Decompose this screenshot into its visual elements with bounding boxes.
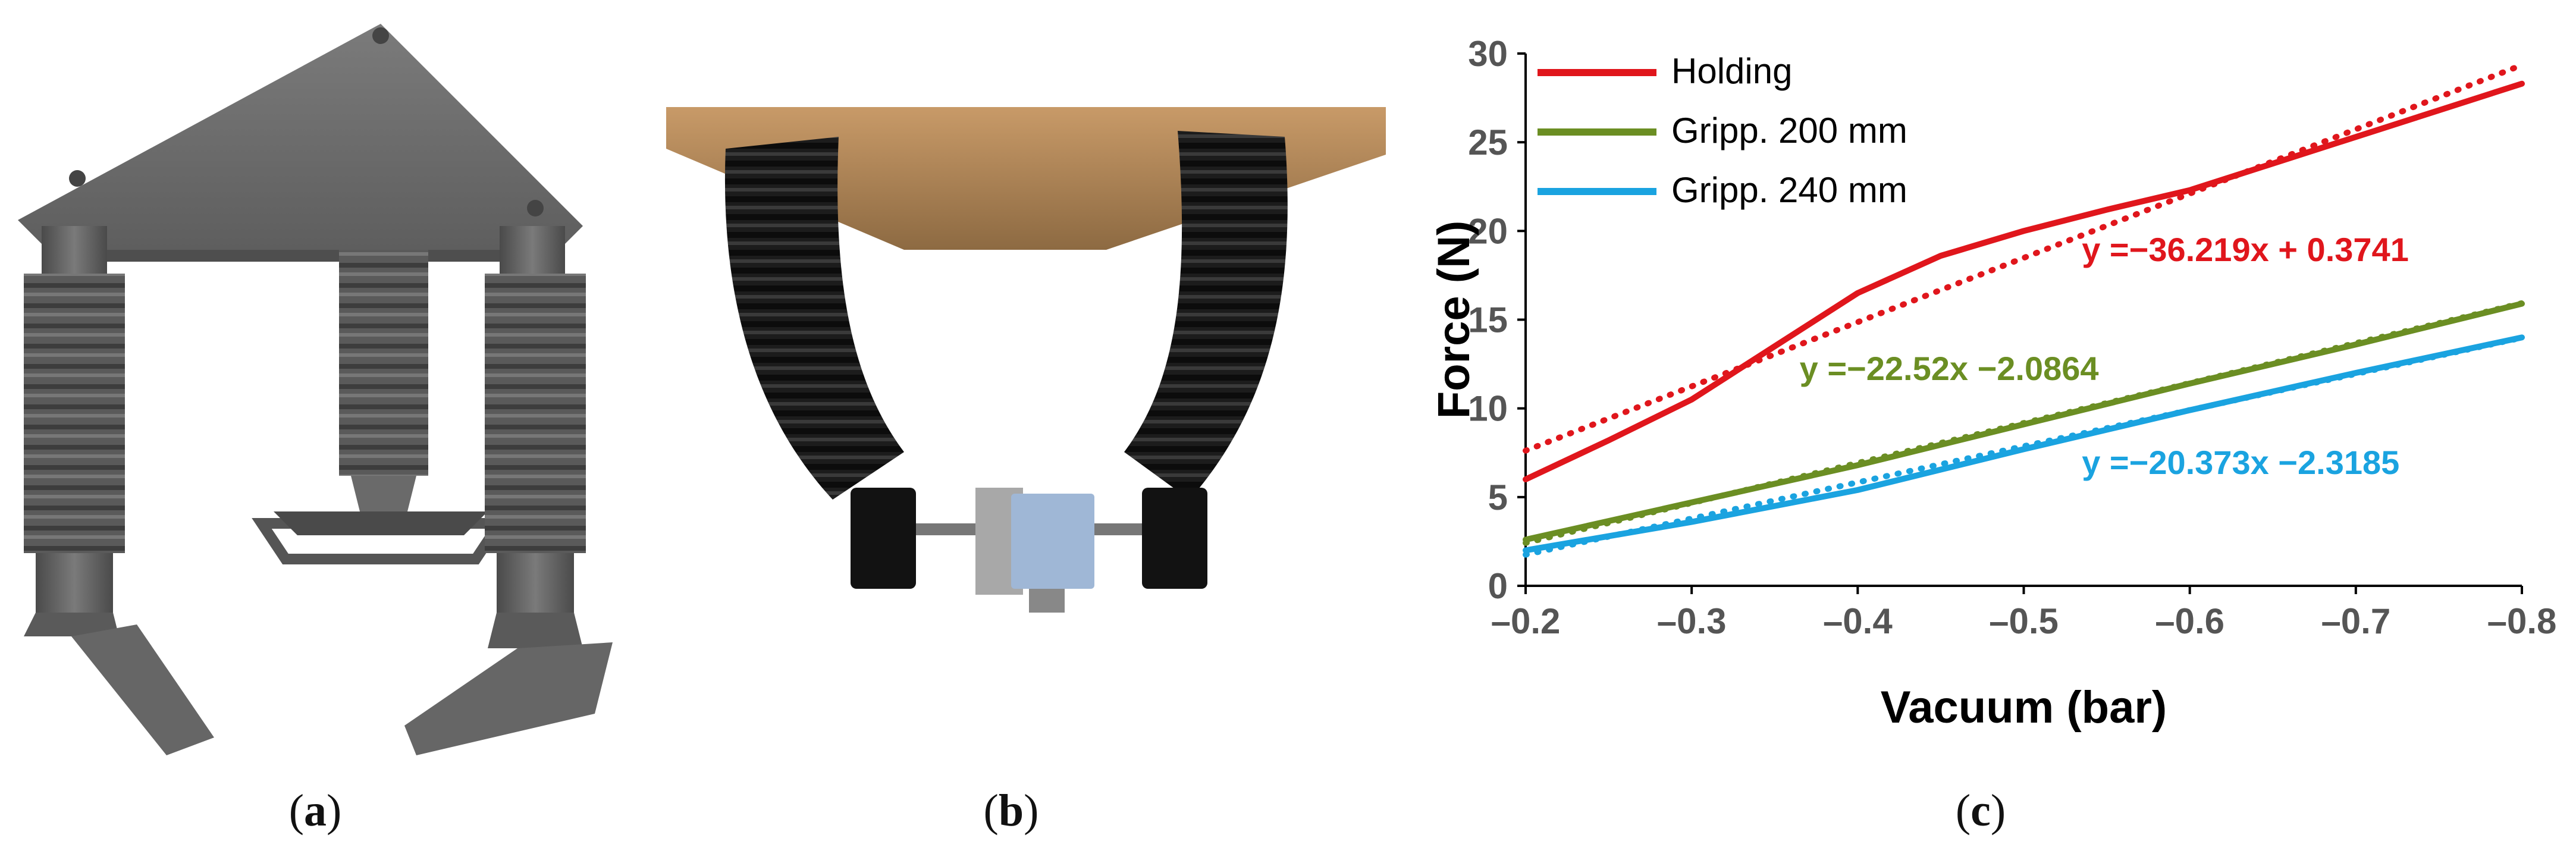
- fit-line-2: [1523, 300, 2525, 546]
- right-bellow: [1124, 131, 1288, 500]
- bellows-photo-illustration: [666, 107, 1386, 613]
- y-tick-label: 25: [1468, 123, 1508, 162]
- x-axis-label: Vacuum (bar): [1881, 682, 2167, 733]
- y-tick-label: 30: [1468, 34, 1508, 74]
- x-tick-label: –0.2: [1491, 601, 1561, 641]
- fit-equation-3: y =−20.373x −2.3185: [2082, 444, 2399, 481]
- y-axis-label: Force (N): [1429, 221, 1479, 419]
- left-bellow: [24, 274, 125, 553]
- x-tick-label: –0.4: [1823, 601, 1893, 641]
- x-tick-label: –0.6: [2155, 601, 2224, 641]
- fit-equation-1: y =−36.219x + 0.3741: [2082, 231, 2409, 268]
- right-finger: [404, 642, 613, 755]
- left-bellow: [724, 137, 904, 500]
- series-line-1: [1523, 80, 2525, 482]
- panel-b-photo: (b): [654, 0, 1404, 836]
- y-tick-label: 10: [1468, 389, 1508, 429]
- right-bellow: [485, 274, 586, 553]
- fit-equation-2: y =−22.52x −2.0864: [1800, 350, 2099, 387]
- force-vacuum-chart: –0.2 –0.3 –0.4 –0.5 –0.6 –0.7 –0.8 0 5 10 15 20 25 30…: [1429, 34, 2557, 733]
- fit-line-1: [1523, 62, 2525, 454]
- x-tick-label: –0.5: [1989, 601, 2059, 641]
- panel-c-chart: –0.2 –0.3 –0.4 –0.5 –0.6 –0.7 –0.8 0 5 10 15 20 25 30…: [1427, 0, 2575, 860]
- label-c: (c): [1955, 786, 2006, 836]
- label-a: (a): [288, 786, 342, 836]
- y-tick-label: 0: [1488, 566, 1508, 606]
- legend-label-1: Holding: [1671, 51, 1792, 91]
- legend-label-2: Gripp. 200 mm: [1671, 111, 1907, 150]
- y-tick-label: 5: [1488, 478, 1508, 517]
- top-plate: [18, 24, 583, 250]
- x-tick-label: –0.8: [2487, 601, 2557, 641]
- panel-a-render: (a): [0, 0, 630, 836]
- back-bellow: [339, 250, 428, 476]
- x-tick-label: –0.7: [2321, 601, 2390, 641]
- label-b: (b): [983, 786, 1039, 836]
- gripper-render-illustration: [18, 24, 613, 755]
- fit-line-3: [1523, 334, 2525, 558]
- series-line-3: [1523, 334, 2525, 554]
- y-tick-label: 15: [1468, 300, 1508, 340]
- legend-label-3: Gripp. 240 mm: [1671, 170, 1907, 210]
- x-tick-label: –0.3: [1657, 601, 1727, 641]
- left-finger: [71, 624, 214, 755]
- load-cell: [1011, 494, 1094, 589]
- y-tick-label: 20: [1468, 211, 1508, 251]
